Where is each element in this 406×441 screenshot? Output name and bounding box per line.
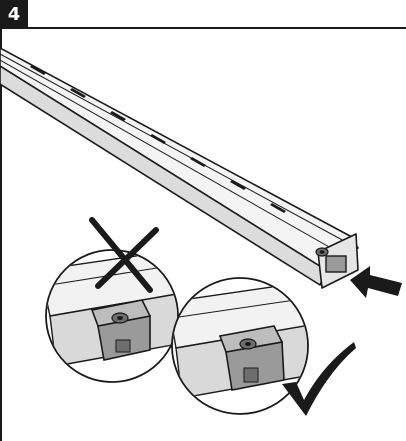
- correct-orientation-detail: [171, 277, 309, 415]
- checkmark-icon: [282, 342, 356, 416]
- frame-left-border: [0, 27, 2, 441]
- aluminium-rail: [0, 47, 359, 289]
- frame-top-border: [0, 27, 406, 29]
- arrow-left-icon: [350, 266, 402, 298]
- cross-icon: [89, 217, 159, 293]
- step-number-badge: 4: [0, 0, 28, 28]
